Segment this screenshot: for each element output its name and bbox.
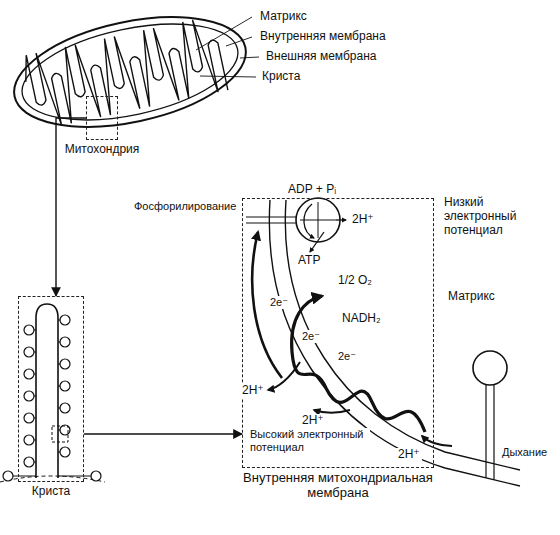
part-label: Дыхание (500, 446, 549, 459)
connector-arrow (84, 433, 242, 434)
part-label: Фосфорилирование (132, 200, 238, 213)
part-label: Внутренняя мембрана (258, 30, 388, 44)
membrane-detail (246, 198, 520, 486)
part-label: Криста (260, 70, 302, 84)
part-label: 2e⁻ (268, 296, 290, 309)
leader-lines (196, 17, 259, 77)
part-label: 2e⁻ (300, 330, 322, 343)
part-label: ATP (296, 254, 322, 268)
crista-frame: Криста (18, 296, 84, 482)
figure-caption: Криста (6, 485, 96, 499)
figure-caption: Внутренняя митохондриальная мембрана (223, 471, 453, 501)
detail-frame: Митохондрия (86, 96, 118, 140)
part-label: 2e⁻ (336, 350, 358, 363)
part-label: 1/2 O₂ (336, 274, 374, 288)
part-label: ADP + Pᵢ (286, 183, 338, 197)
part-label: 2H⁺ (300, 414, 326, 428)
part-label: 2H⁺ (350, 213, 376, 227)
figure-caption: Митохондрия (47, 143, 157, 157)
part-label: Внешняя мембрана (264, 50, 378, 64)
part-label: Матрикс (258, 10, 309, 24)
part-label: NADH₂ (340, 312, 383, 326)
part-label: Низкий электронный потенциал (442, 196, 528, 237)
part-label: Матрикс (446, 290, 497, 304)
part-label: 2H⁺ (396, 448, 422, 462)
mitochondrion (4, 0, 256, 145)
crista-figure (0, 304, 105, 482)
part-label: Высокий электронный потенциал (248, 428, 370, 453)
part-label: 2H⁺ (240, 384, 266, 398)
